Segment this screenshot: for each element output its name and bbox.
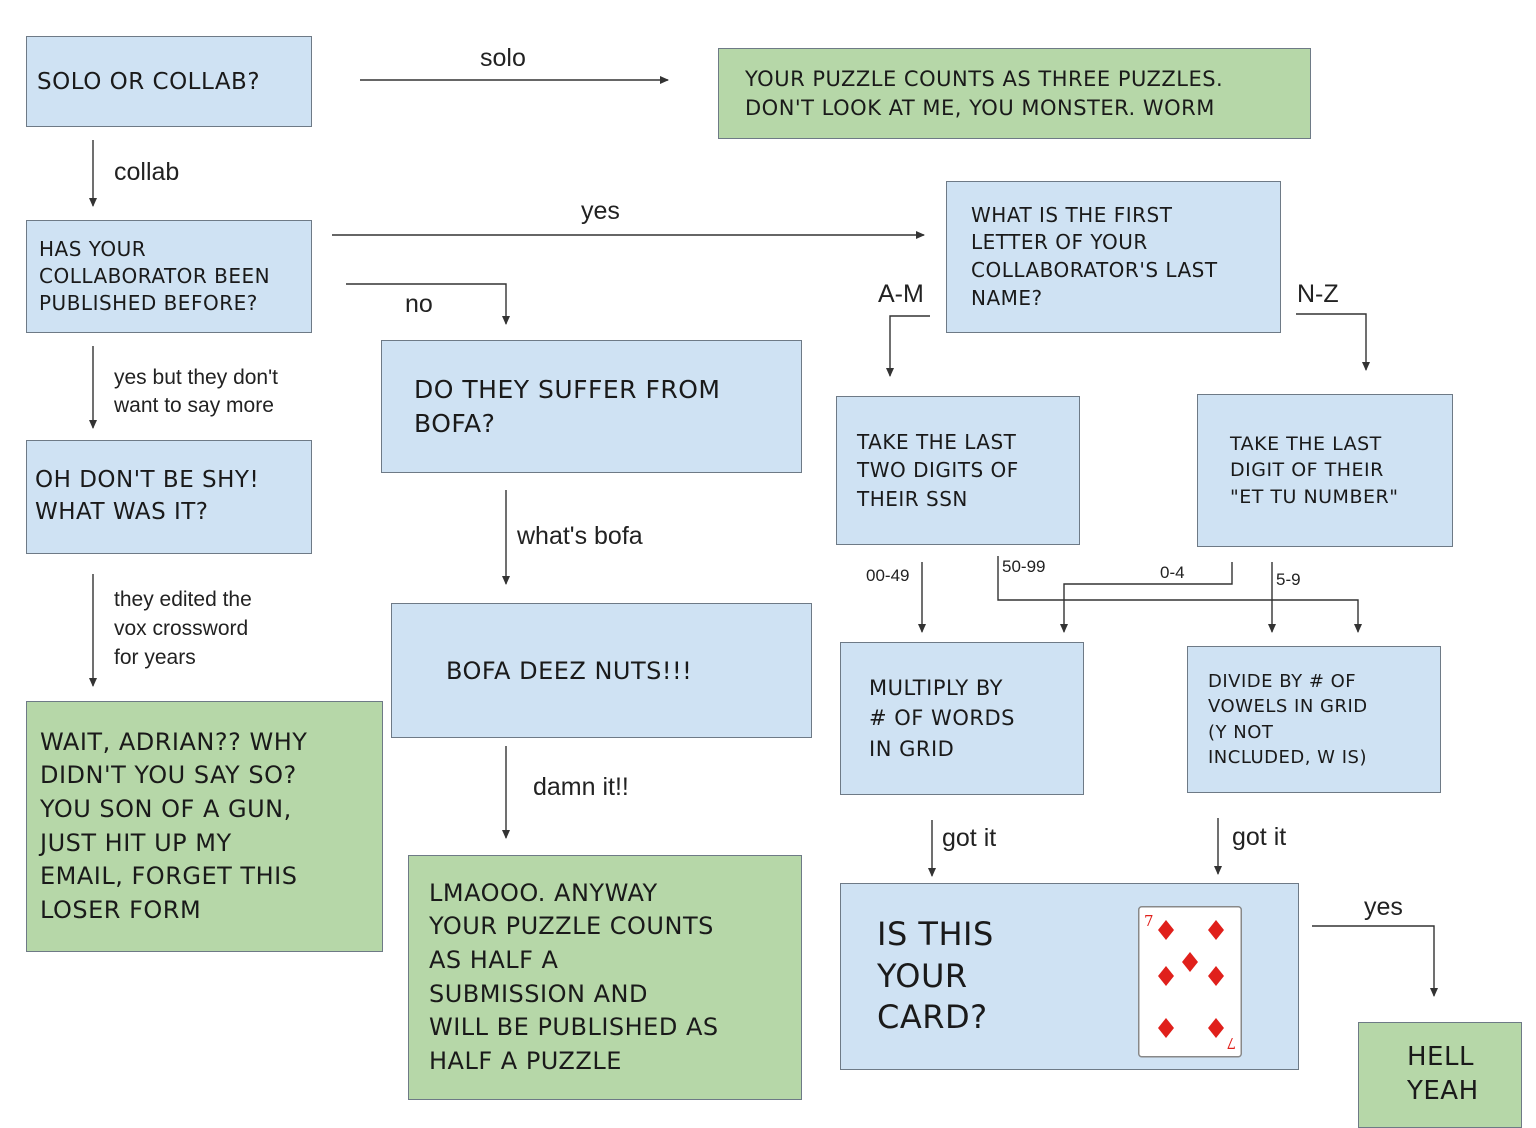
dont-be-shy-box: OH DON'T BE SHY! WHAT WAS IT? <box>26 440 312 554</box>
diamond-icon <box>1208 1018 1224 1038</box>
multiply-text: MULTIPLY BY # OF WORDS IN GRID <box>869 675 1015 761</box>
solo-result-text: YOUR PUZZLE COUNTS AS THREE PUZZLES. DON… <box>745 67 1224 120</box>
bofa-deez-nuts-box: BOFA DEEZ NUTS!!! <box>391 603 812 738</box>
suffer-bofa-text: DO THEY SUFFER FROM BOFA? <box>414 374 721 438</box>
suffer-bofa-box: DO THEY SUFFER FROM BOFA? <box>381 340 802 473</box>
hell-yeah-box: HELL YEAH <box>1358 1022 1522 1128</box>
seven-of-diamonds-card: 7 7 <box>1138 906 1242 1058</box>
arrow-0-4 <box>1060 562 1233 633</box>
label-damn-it: damn it!! <box>533 773 629 801</box>
arrow-n-z <box>1296 313 1370 371</box>
solo-result-box: YOUR PUZZLE COUNTS AS THREE PUZZLES. DON… <box>718 48 1311 139</box>
diamond-icon <box>1158 966 1174 986</box>
et-tu-box: TAKE THE LAST DIGIT OF THEIR "ET TU NUMB… <box>1197 394 1453 547</box>
first-letter-box: WHAT IS THE FIRST LETTER OF YOUR COLLABO… <box>946 181 1281 333</box>
adrian-result-text: WAIT, ADRIAN?? WHY DIDN'T YOU SAY SO? YO… <box>40 727 308 924</box>
lmao-result-text: LMAOOO. ANYWAY YOUR PUZZLE COUNTS AS HAL… <box>429 878 719 1075</box>
label-n-z: N-Z <box>1297 280 1339 308</box>
ssn-text: TAKE THE LAST TWO DIGITS OF THEIR SSN <box>857 429 1019 511</box>
label-0-4: 0-4 <box>1160 563 1185 582</box>
divide-text: DIVIDE BY # OF VOWELS IN GRID (Y NOT INC… <box>1208 671 1368 768</box>
label-collab: collab <box>114 158 180 186</box>
label-got-it-left: got it <box>942 824 997 852</box>
et-tu-text: TAKE THE LAST DIGIT OF THEIR "ET TU NUMB… <box>1230 433 1399 508</box>
lmao-result-box: LMAOOO. ANYWAY YOUR PUZZLE COUNTS AS HAL… <box>408 855 802 1100</box>
arrow-50-99 <box>997 556 1362 633</box>
hell-yeah-text: HELL YEAH <box>1407 1042 1479 1106</box>
diamond-icon <box>1208 966 1224 986</box>
adrian-result-box: WAIT, ADRIAN?? WHY DIDN'T YOU SAY SO? YO… <box>26 701 383 952</box>
label-50-99: 50-99 <box>1002 557 1046 576</box>
solo-or-collab-box: SOLO OR COLLAB? <box>26 36 312 127</box>
first-letter-text: WHAT IS THE FIRST LETTER OF YOUR COLLABO… <box>971 202 1218 310</box>
label-a-m: A-M <box>878 280 924 308</box>
ssn-box: TAKE THE LAST TWO DIGITS OF THEIR SSN <box>836 396 1080 545</box>
diamond-icon <box>1158 1018 1174 1038</box>
published-before-box: HAS YOUR COLLABORATOR BEEN PUBLISHED BEF… <box>26 220 312 333</box>
label-no: no <box>405 290 433 318</box>
diamond-icon <box>1158 920 1174 940</box>
card-rank-bottom: 7 <box>1226 1034 1236 1052</box>
label-yes-card: yes <box>1364 893 1403 921</box>
published-before-text: HAS YOUR COLLABORATOR BEEN PUBLISHED BEF… <box>39 237 271 315</box>
arrow-yes-card <box>1312 925 1438 997</box>
diamond-icon <box>1182 952 1198 972</box>
diamond-icon <box>1208 920 1224 940</box>
label-whats-bofa: what's bofa <box>517 522 643 550</box>
arrow-a-m <box>886 315 930 377</box>
label-solo: solo <box>480 44 526 72</box>
is-this-your-card-text: IS THIS YOUR CARD? <box>877 915 994 1037</box>
solo-or-collab-text: SOLO OR COLLAB? <box>37 68 261 95</box>
arrow-no <box>346 283 510 325</box>
label-got-it-right: got it <box>1232 823 1287 851</box>
multiply-box: MULTIPLY BY # OF WORDS IN GRID <box>840 642 1084 795</box>
label-00-49: 00-49 <box>866 566 910 585</box>
label-5-9: 5-9 <box>1276 570 1301 589</box>
dont-be-shy-text: OH DON'T BE SHY! WHAT WAS IT? <box>35 467 260 525</box>
label-yes-published: yes <box>581 197 620 225</box>
divide-box: DIVIDE BY # OF VOWELS IN GRID (Y NOT INC… <box>1187 646 1441 793</box>
label-yes-but: yes but they don't want to say more <box>114 366 278 418</box>
bofa-deez-nuts-text: BOFA DEEZ NUTS!!! <box>446 656 693 685</box>
label-edited-vox: they edited the vox crossword for years <box>114 588 252 669</box>
card-rank-top: 7 <box>1144 912 1154 930</box>
